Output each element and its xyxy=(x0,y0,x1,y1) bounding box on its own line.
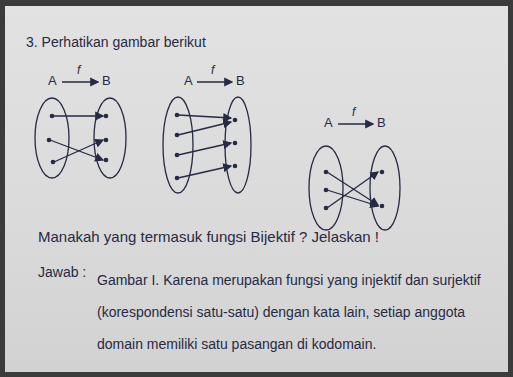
set-name: B xyxy=(102,73,111,88)
function-name: f xyxy=(352,105,355,119)
set-name: A xyxy=(324,115,333,130)
function-name: f xyxy=(77,63,80,77)
answer-text: Gambar I. Karena merupakan fungsi yang i… xyxy=(97,264,503,360)
set-oval xyxy=(163,97,193,193)
f-arrow xyxy=(62,81,98,82)
function-name: f xyxy=(211,63,214,77)
question-text: Manakah yang termasuk fungsi Bijektif ? … xyxy=(38,228,379,245)
set-oval xyxy=(309,146,343,230)
set-name: B xyxy=(377,115,386,130)
answer-label: Jawab : xyxy=(38,264,86,280)
set-name: A xyxy=(48,73,57,88)
f-arrow xyxy=(338,123,373,124)
set-oval xyxy=(35,98,69,178)
set-oval xyxy=(225,97,251,193)
set-oval xyxy=(94,98,126,178)
question-heading: 3. Perhatikan gambar berikut xyxy=(26,34,206,50)
set-name: B xyxy=(236,73,245,88)
set-oval xyxy=(370,146,400,230)
f-arrow xyxy=(197,81,232,82)
set-name: A xyxy=(184,73,193,88)
